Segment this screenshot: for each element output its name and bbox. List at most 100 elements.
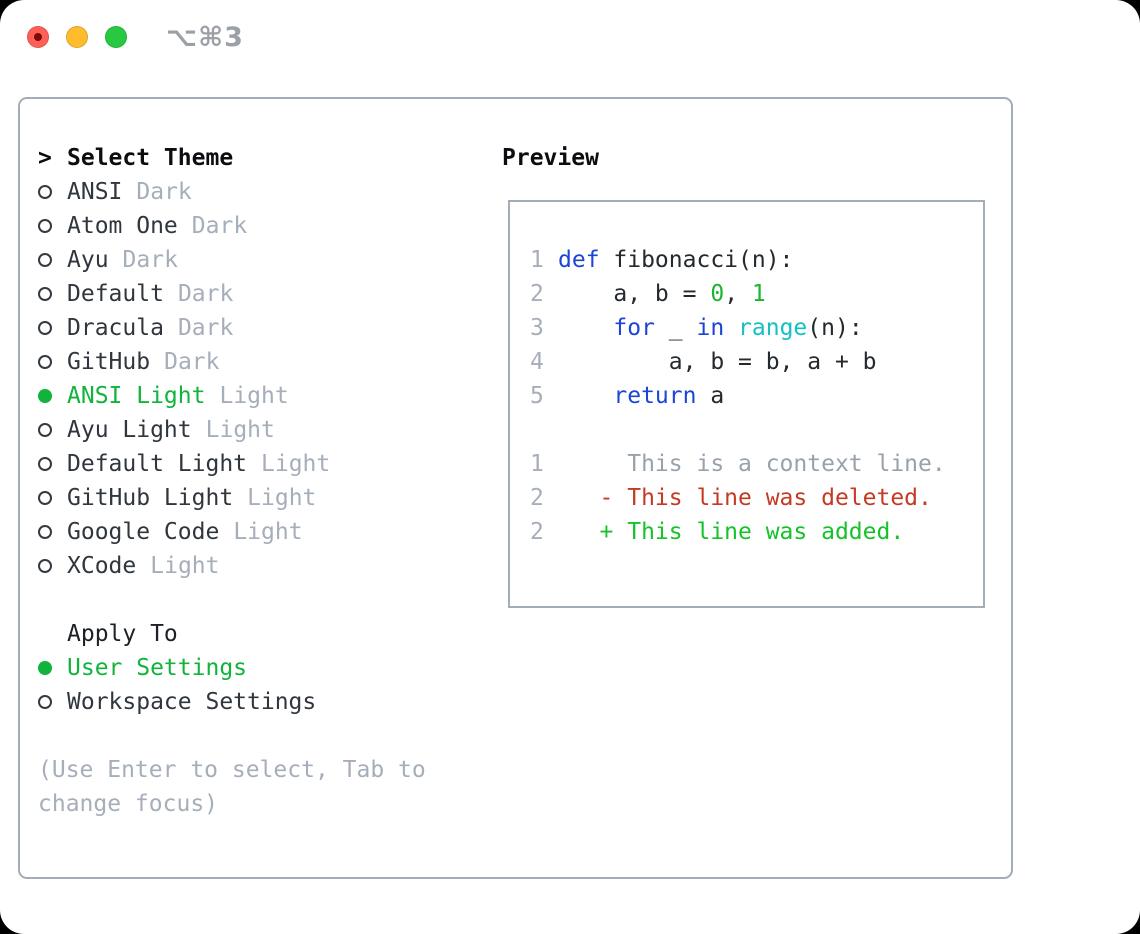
- hint-line-1: (Use Enter to select, Tab to: [38, 757, 426, 783]
- code-segment-del: - This line was deleted.: [558, 485, 932, 511]
- apply-option-user-settings[interactable]: User Settings: [38, 651, 478, 685]
- radio-unselected-icon: [38, 423, 67, 437]
- theme-option-label: Google Code: [67, 519, 220, 545]
- theme-option-label: Atom One: [67, 213, 178, 239]
- spacer: [38, 719, 478, 753]
- theme-variant-label: Dark: [122, 247, 178, 273]
- code-segment-code: [724, 311, 738, 345]
- code-line: 3 for _ in range(n):: [530, 311, 983, 345]
- theme-option-label: Ayu Light: [67, 417, 192, 443]
- apply-option-workspace-settings[interactable]: Workspace Settings: [38, 685, 478, 719]
- code-segment-code: fibonacci(n):: [599, 247, 794, 273]
- radio-circle: [38, 389, 52, 403]
- titlebar: ⌥⌘3: [0, 0, 1140, 74]
- theme-option-default-light[interactable]: Default Light Light: [38, 447, 478, 481]
- code-segment-add: + This line was added.: [558, 519, 905, 545]
- radio-circle: [38, 185, 52, 199]
- line-number: 4: [530, 349, 544, 375]
- code-segment-code: a, b = b, a + b: [558, 349, 877, 375]
- line-number: 5: [530, 383, 544, 409]
- window-shortcut-label: ⌥⌘3: [166, 22, 244, 53]
- radio-unselected-icon: [38, 287, 67, 301]
- radio-unselected-icon: [38, 321, 67, 335]
- apply-to-header: Apply To: [38, 617, 478, 651]
- radio-unselected-icon: [38, 491, 67, 505]
- radio-unselected-icon: [38, 185, 67, 199]
- theme-variant-label: Dark: [191, 213, 248, 239]
- code-segment-lit: 1: [751, 281, 766, 307]
- diff-line-added: 2 + This line was added.: [530, 515, 983, 549]
- radio-circle: [38, 423, 52, 437]
- theme-variant-label: Light: [261, 451, 331, 477]
- apply-option-label: User Settings: [67, 655, 248, 681]
- radio-circle: [38, 491, 52, 505]
- zoom-button[interactable]: [105, 26, 127, 48]
- radio-circle: [38, 355, 52, 369]
- diff-line-context: 1 This is a context line.: [530, 447, 983, 481]
- radio-unselected-icon: [38, 219, 67, 233]
- radio-unselected-icon: [38, 355, 67, 369]
- theme-variant-label: Dark: [177, 281, 234, 307]
- code-line: 4 a, b = b, a + b: [530, 345, 983, 379]
- radio-unselected-icon: [38, 253, 67, 267]
- focus-arrow-icon: >: [38, 145, 52, 171]
- radio-selected-icon: [38, 661, 67, 675]
- theme-option-github[interactable]: GitHub Dark: [38, 345, 478, 379]
- radio-circle: [38, 253, 52, 267]
- theme-option-label: ANSI Light: [67, 383, 206, 409]
- code-segment-lit: 0: [710, 281, 725, 307]
- code-line: 1 def fibonacci(n):: [530, 243, 983, 277]
- radio-circle: [38, 695, 52, 709]
- theme-option-label: GitHub: [67, 349, 151, 375]
- radio-circle: [38, 559, 52, 573]
- line-number: 3: [530, 315, 544, 341]
- code-segment-code: a, b =: [558, 281, 711, 307]
- code-segment-kw: in: [696, 315, 725, 341]
- theme-variant-label: Light: [219, 383, 289, 409]
- radio-selected-icon: [38, 389, 67, 403]
- theme-variant-label: Light: [150, 553, 220, 579]
- code-segment-code: _: [654, 315, 697, 341]
- line-number: 1: [530, 247, 544, 273]
- code-line: 2 a, b = 0, 1: [530, 277, 983, 311]
- theme-variant-label: Light: [233, 519, 303, 545]
- theme-option-ansi-light[interactable]: ANSI Light Light: [38, 379, 478, 413]
- theme-option-ayu[interactable]: Ayu Dark: [38, 243, 478, 277]
- diff-line-deleted: 2 - This line was deleted.: [530, 481, 983, 515]
- theme-option-ayu-light[interactable]: Ayu Light Light: [38, 413, 478, 447]
- theme-variant-label: Dark: [164, 349, 220, 375]
- theme-option-google-code[interactable]: Google Code Light: [38, 515, 478, 549]
- spacer: [38, 583, 478, 617]
- hint-text: (Use Enter to select, Tab to change focu…: [38, 753, 478, 821]
- spacer: [530, 413, 983, 447]
- theme-option-label: XCode: [67, 553, 137, 579]
- radio-unselected-icon: [38, 559, 67, 573]
- code-segment-fn: range: [738, 315, 808, 341]
- close-button[interactable]: [27, 26, 49, 48]
- minimize-button[interactable]: [66, 26, 88, 48]
- code-segment-code: [558, 311, 613, 345]
- radio-circle: [38, 287, 52, 301]
- code-segment-kw: def: [558, 247, 600, 273]
- preview-header: Preview: [502, 145, 599, 171]
- theme-option-label: Ayu: [67, 247, 109, 273]
- radio-circle: [38, 321, 52, 335]
- code-segment-kw: for: [613, 315, 655, 341]
- theme-variant-label: Dark: [136, 179, 192, 205]
- line-number: 2: [530, 281, 544, 307]
- theme-variant-label: Light: [205, 417, 275, 443]
- radio-unselected-icon: [38, 457, 67, 471]
- theme-option-atom-one[interactable]: Atom One Dark: [38, 209, 478, 243]
- code-segment-code: (n):: [807, 315, 863, 341]
- theme-option-label: Default Light: [67, 451, 248, 477]
- line-number: 2: [530, 519, 544, 545]
- theme-option-xcode[interactable]: XCode Light: [38, 549, 478, 583]
